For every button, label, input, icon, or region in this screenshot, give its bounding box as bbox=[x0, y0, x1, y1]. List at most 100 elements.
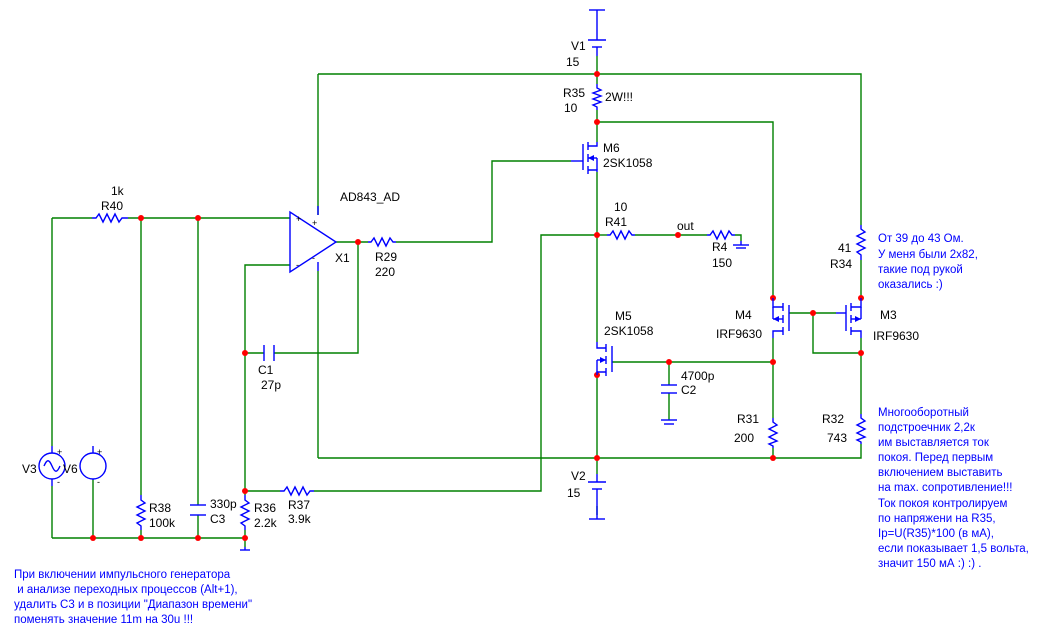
r32-value: 743 bbox=[827, 431, 847, 445]
r36-value: 2.2k bbox=[254, 516, 278, 530]
v6-minus: - bbox=[97, 477, 100, 487]
r34-note-line-4: оказались :) bbox=[878, 279, 943, 291]
v6-source: + - V6 bbox=[63, 446, 107, 487]
x1-model: AD843_AD bbox=[340, 190, 400, 204]
v1-battery: V1 15 bbox=[566, 9, 606, 69]
r40-resistor: 1k R40 bbox=[92, 184, 128, 224]
m5-name: M5 bbox=[615, 309, 632, 323]
r36-name: R36 bbox=[254, 501, 276, 515]
op-amp-x1: + - + - AD843_AD X1 bbox=[289, 190, 400, 274]
r32-note-line-9: Ip=U(R35)*100 (в мА), bbox=[878, 528, 994, 540]
v1-name: V1 bbox=[571, 39, 586, 53]
c3-name: C3 bbox=[210, 512, 226, 526]
r35-value: 10 bbox=[564, 101, 578, 115]
r4-ground bbox=[733, 241, 749, 249]
x1-minus-pin: - bbox=[296, 260, 299, 270]
r31-name: R31 bbox=[737, 412, 759, 426]
x1-name: X1 bbox=[335, 251, 350, 265]
m6-mosfet: M6 2SK1058 bbox=[571, 141, 653, 174]
x1-plus-pin: + bbox=[296, 214, 301, 224]
main-ground bbox=[240, 547, 250, 551]
r32-note-line-11: значит 150 мА :) :) . bbox=[878, 558, 981, 570]
r34-note-line-1: От 39 до 43 Ом. bbox=[878, 233, 964, 245]
wires bbox=[51, 56, 862, 547]
r41-name: R41 bbox=[605, 215, 627, 229]
x1-vplus-pin: + bbox=[312, 218, 317, 228]
r32-name: R32 bbox=[822, 412, 844, 426]
v3-minus: - bbox=[57, 477, 60, 487]
r32-note-line-4: покоя. Перед первым bbox=[878, 452, 993, 464]
m4-model: IRF9630 bbox=[716, 327, 762, 341]
r32-note-line-6: на max. сопротивление!!! bbox=[878, 482, 1013, 494]
r29-resistor: R29 220 bbox=[368, 236, 397, 279]
r35-resistor: R35 10 2W!!! bbox=[563, 84, 633, 115]
r36-resistor: R36 2.2k bbox=[239, 495, 278, 530]
r41-value: 10 bbox=[614, 200, 628, 214]
r38-name: R38 bbox=[149, 501, 171, 515]
v6-name: V6 bbox=[63, 462, 78, 476]
r41-resistor: 10 R41 bbox=[605, 200, 635, 241]
c1-value: 27p bbox=[261, 378, 281, 392]
bottom-note-line-3: удалить С3 и в позиции "Диапазон времени… bbox=[14, 599, 252, 611]
v6-plus: + bbox=[97, 447, 102, 457]
v3-name: V3 bbox=[22, 462, 37, 476]
r34-value: 41 bbox=[838, 241, 852, 255]
m4-mosfet: M4 IRF9630 bbox=[716, 298, 790, 341]
r4-resistor: R4 150 bbox=[707, 229, 735, 270]
m3-model: IRF9630 bbox=[873, 329, 919, 343]
c3-value: 330p bbox=[210, 497, 237, 511]
r32-note-line-10: если показывает 1,5 вольта, bbox=[878, 543, 1029, 555]
r37-name: R37 bbox=[288, 498, 310, 512]
r34-note-line-2: У меня были 2х82, bbox=[878, 249, 978, 261]
v2-value: 15 bbox=[567, 486, 581, 500]
r32-note-line-5: включением выставить bbox=[878, 467, 1002, 479]
r4-value: 150 bbox=[712, 256, 732, 270]
m3-name: M3 bbox=[880, 308, 897, 322]
c1-name: C1 bbox=[258, 363, 274, 377]
r35-note: 2W!!! bbox=[605, 90, 633, 104]
r29-value: 220 bbox=[375, 265, 395, 279]
c1-capacitor: C1 27p bbox=[258, 345, 281, 392]
junction-dots bbox=[90, 71, 864, 541]
bottom-note-line-2: и анализе переходных процессов (Alt+1), bbox=[14, 584, 238, 596]
c2-value: 4700p bbox=[681, 369, 715, 383]
r29-name: R29 bbox=[375, 250, 397, 264]
r40-value: 1k bbox=[111, 184, 125, 198]
m6-model: 2SK1058 bbox=[603, 156, 653, 170]
v3-plus: + bbox=[57, 447, 62, 457]
r37-value: 3.9k bbox=[288, 512, 312, 526]
r40-name: R40 bbox=[101, 199, 123, 213]
r31-resistor: R31 200 bbox=[734, 412, 779, 448]
bottom-note-line-1: При включении импульсного генератора bbox=[14, 569, 231, 581]
m4-name: M4 bbox=[735, 308, 752, 322]
r37-resistor: R37 3.9k bbox=[280, 485, 314, 526]
r32-resistor: R32 743 bbox=[822, 412, 867, 445]
c2-name: C2 bbox=[681, 383, 697, 397]
v3-source: + - V3 bbox=[22, 446, 66, 487]
r4-name: R4 bbox=[712, 240, 728, 254]
v2-battery: V2 15 bbox=[567, 469, 606, 520]
v2-name: V2 bbox=[571, 469, 586, 483]
r34-note-line-3: такие под рукой bbox=[878, 264, 963, 276]
r32-note-line-8: по напряжени на R35, bbox=[878, 513, 996, 525]
r32-note-line-7: Ток покоя контролируем bbox=[878, 498, 1007, 510]
r32-note-line-3: им выставляется ток bbox=[878, 437, 990, 449]
m6-name: M6 bbox=[603, 141, 620, 155]
r35-name: R35 bbox=[563, 86, 585, 100]
r31-value: 200 bbox=[734, 431, 754, 445]
bottom-note-line-4: поменять значение 11m на 30u !!! bbox=[14, 614, 193, 626]
out-label: out bbox=[677, 219, 694, 233]
r32-note-line-1: Многооборотный bbox=[878, 407, 969, 419]
c2-capacitor: 4700p C2 bbox=[661, 369, 715, 425]
v1-value: 15 bbox=[566, 55, 580, 69]
c3-capacitor: 330p C3 bbox=[190, 497, 237, 526]
x1-vminus-pin: - bbox=[312, 253, 315, 263]
r34-resistor: 41 R34 bbox=[830, 225, 867, 271]
r38-resistor: R38 100k bbox=[135, 495, 176, 530]
r34-name: R34 bbox=[830, 257, 852, 271]
r38-value: 100k bbox=[149, 516, 176, 530]
m3-mosfet: M3 IRF9630 bbox=[836, 298, 919, 343]
m5-model: 2SK1058 bbox=[604, 324, 654, 338]
m5-mosfet: M5 2SK1058 bbox=[596, 309, 654, 376]
